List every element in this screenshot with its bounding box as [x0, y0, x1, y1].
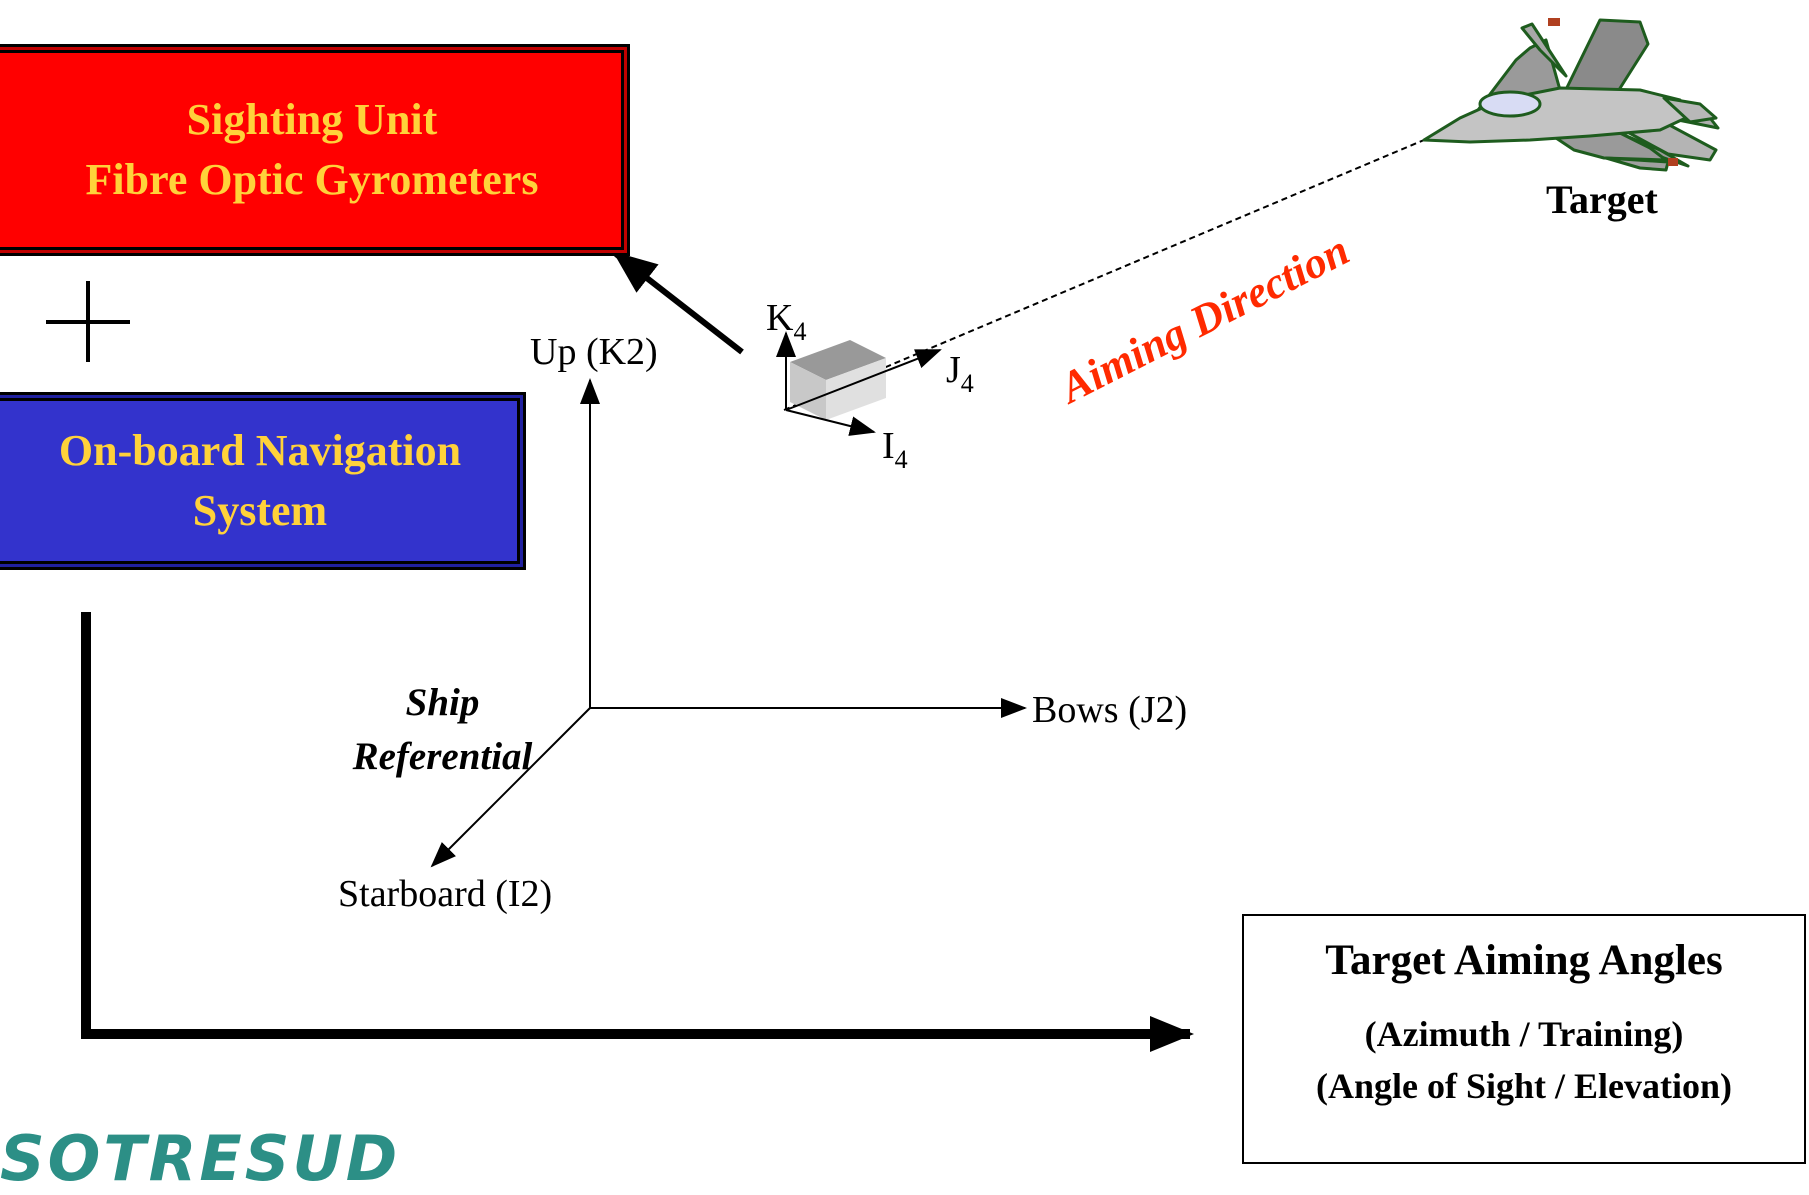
- ship-axes: [430, 378, 1027, 868]
- j4-axis: [785, 349, 942, 411]
- result-elevation-line: (Angle of Sight / Elevation): [1315, 1066, 1732, 1106]
- navigation-system-box: On-board Navigation System: [0, 398, 520, 564]
- result-title: Target Aiming Angles: [1325, 937, 1723, 984]
- i4-letter: I: [882, 425, 895, 467]
- target-label: Target: [1546, 177, 1658, 222]
- i4-label: I4: [882, 424, 908, 475]
- aiming-line: [783, 139, 1425, 411]
- k4-letter: K: [766, 297, 794, 339]
- sighting-arrow: [612, 251, 744, 355]
- j4-letter: J: [946, 349, 961, 391]
- target-aiming-angles-box: Target Aiming Angles (Azimuth / Training…: [1242, 914, 1806, 1164]
- company-logo: SOTRESUD: [0, 1122, 401, 1195]
- sighting-unit-box: Sighting Unit Fibre Optic Gyrometers: [0, 50, 624, 250]
- i4-subscript: 4: [894, 445, 908, 474]
- fighter-jet-icon: [1422, 18, 1720, 172]
- sighting-unit-subtitle: Fibre Optic Gyrometers: [85, 155, 539, 204]
- starboard-axis: [430, 707, 591, 868]
- k4-label: K4: [766, 296, 806, 347]
- j4-subscript: 4: [960, 369, 974, 398]
- result-azimuth-line: (Azimuth / Training): [1364, 1014, 1684, 1054]
- diagram-canvas: [46, 18, 1720, 1052]
- j4-label: J4: [946, 348, 974, 399]
- ship-referential-line2: Referential: [352, 735, 533, 778]
- up-axis-label: Up (K2): [530, 331, 658, 373]
- navigation-system-subtitle: System: [192, 486, 328, 535]
- k4-subscript: 4: [793, 317, 807, 346]
- ship-referential-line1: Ship: [405, 681, 480, 724]
- starboard-axis-label: Starboard (I2): [338, 873, 553, 915]
- sensor-box: [790, 340, 886, 420]
- ship-referential-label: Ship Referential: [330, 676, 555, 784]
- sensor-axes: [776, 331, 942, 436]
- i4-axis: [785, 409, 876, 436]
- sighting-unit-title: Sighting Unit: [186, 95, 438, 144]
- bows-axis-label: Bows (J2): [1032, 689, 1188, 731]
- plus-sign: [46, 281, 130, 362]
- navigation-system-title: On-board Navigation: [58, 426, 462, 475]
- output-arrow: [81, 612, 1194, 1052]
